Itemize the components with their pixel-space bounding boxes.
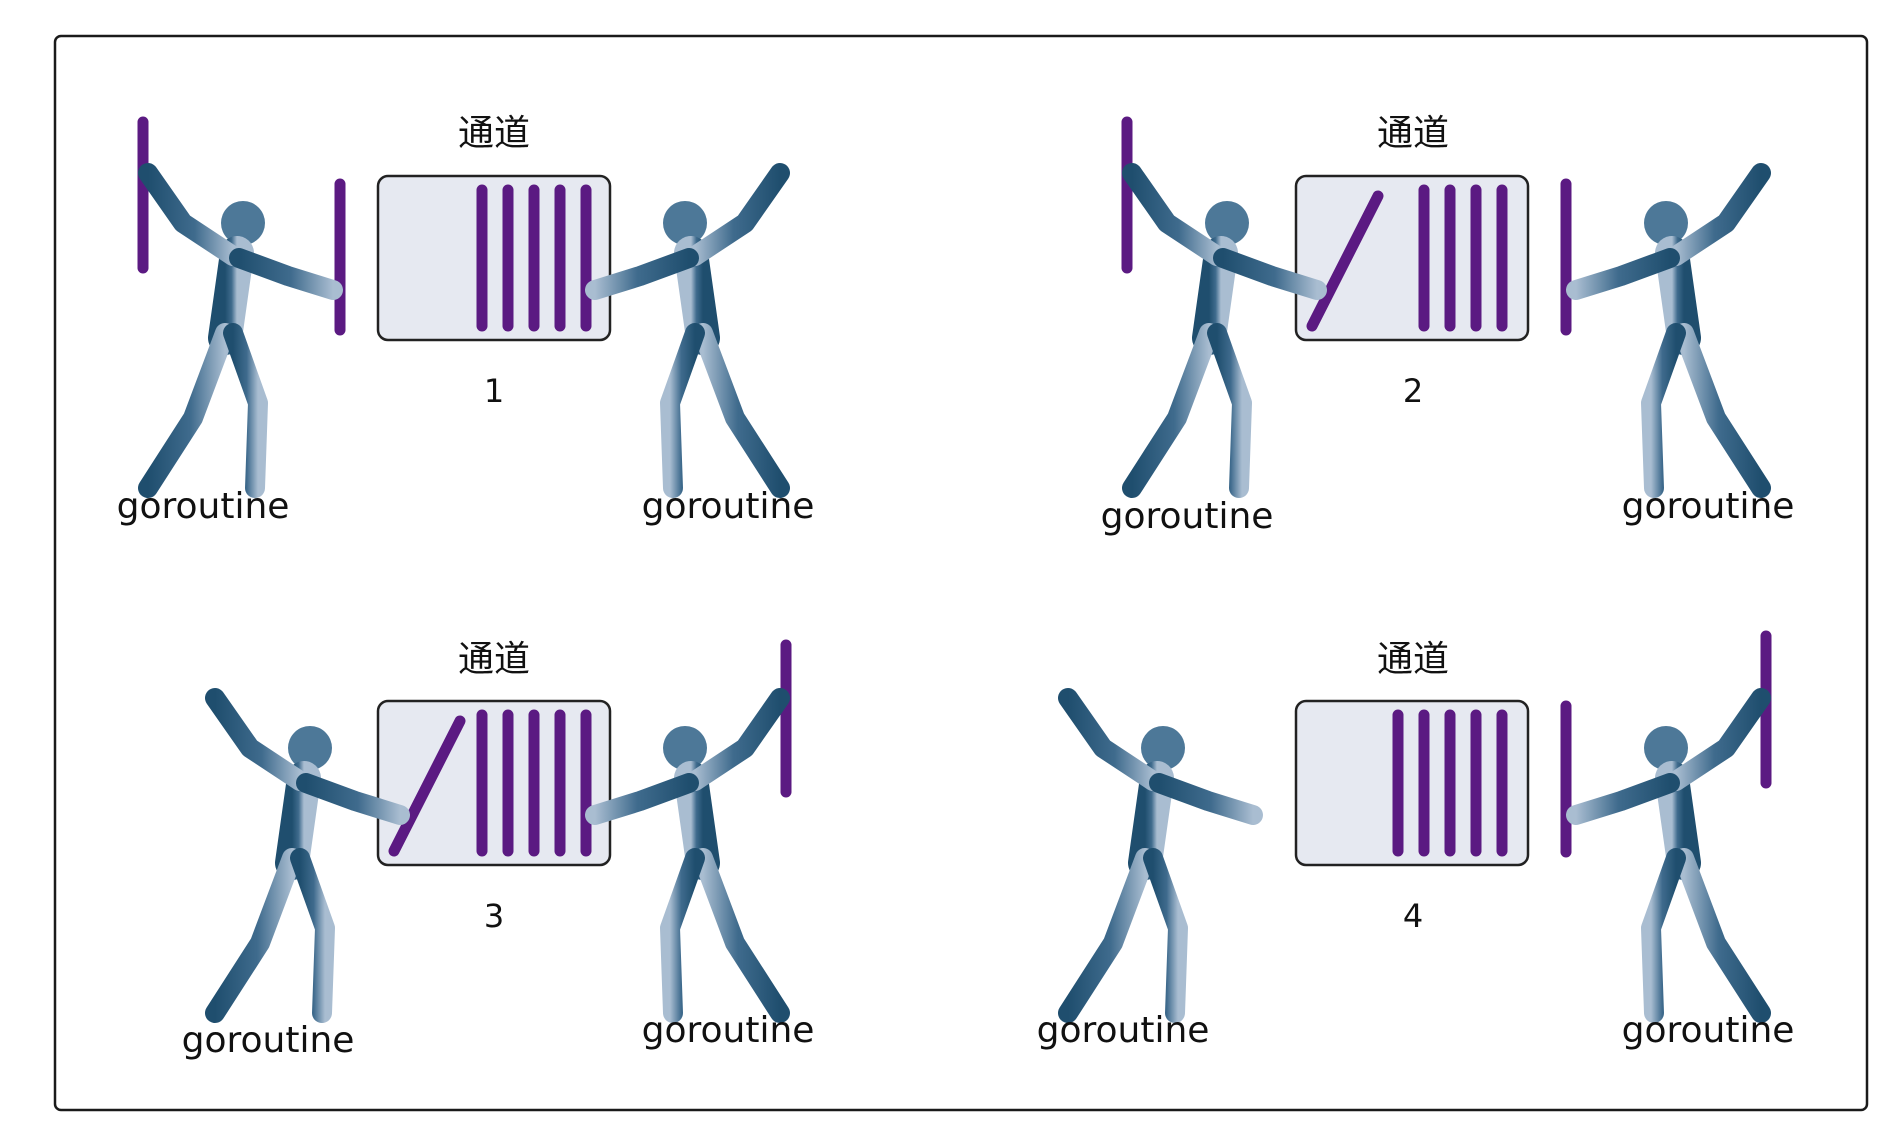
step-number: 2 (1403, 372, 1423, 410)
goroutine-label: goroutine (642, 1010, 815, 1051)
step-number: 4 (1403, 897, 1423, 935)
channel-sticks (1392, 709, 1508, 857)
goroutine-label: goroutine (1622, 1010, 1795, 1051)
goroutine-right: goroutine (595, 639, 815, 1051)
goroutine-label: goroutine (1622, 486, 1795, 527)
goroutine-right: goroutine (595, 173, 814, 527)
goroutine-left: goroutine (1101, 116, 1317, 537)
goroutine-label: goroutine (1101, 496, 1274, 537)
panel-3: 通道 3 goroutine goroutine (182, 639, 815, 1061)
channel-box (1294, 699, 1530, 867)
goroutine-label: goroutine (182, 1020, 355, 1061)
channel-label: 通道 (1377, 113, 1449, 154)
channel-sticks (476, 184, 592, 332)
channel-label: 通道 (1377, 639, 1449, 680)
goroutine-right: goroutine (1566, 173, 1794, 527)
panel-4: 通道 4 goroutine goroutine (1037, 630, 1795, 1051)
panel-2: 通道 2 goroutine goroutine (1101, 113, 1795, 537)
channel-box (1294, 174, 1530, 342)
goroutine-right: goroutine (1566, 630, 1795, 1051)
channel-label: 通道 (458, 113, 530, 154)
goroutine-left: goroutine (182, 698, 400, 1061)
channel-sticks (1306, 184, 1508, 332)
panel-1: 通道 1 goroutine goroutine (117, 113, 815, 527)
step-number: 1 (484, 372, 504, 410)
goroutine-label: goroutine (642, 486, 815, 527)
goroutine-label: goroutine (1037, 1010, 1210, 1051)
channel-box (376, 174, 612, 342)
goroutine-label: goroutine (117, 486, 290, 527)
channel-label: 通道 (458, 639, 530, 680)
goroutine-left: goroutine (117, 116, 340, 527)
channel-box (376, 699, 612, 867)
step-number: 3 (484, 897, 504, 935)
channel-sticks (388, 709, 592, 857)
goroutine-left: goroutine (1037, 698, 1253, 1051)
